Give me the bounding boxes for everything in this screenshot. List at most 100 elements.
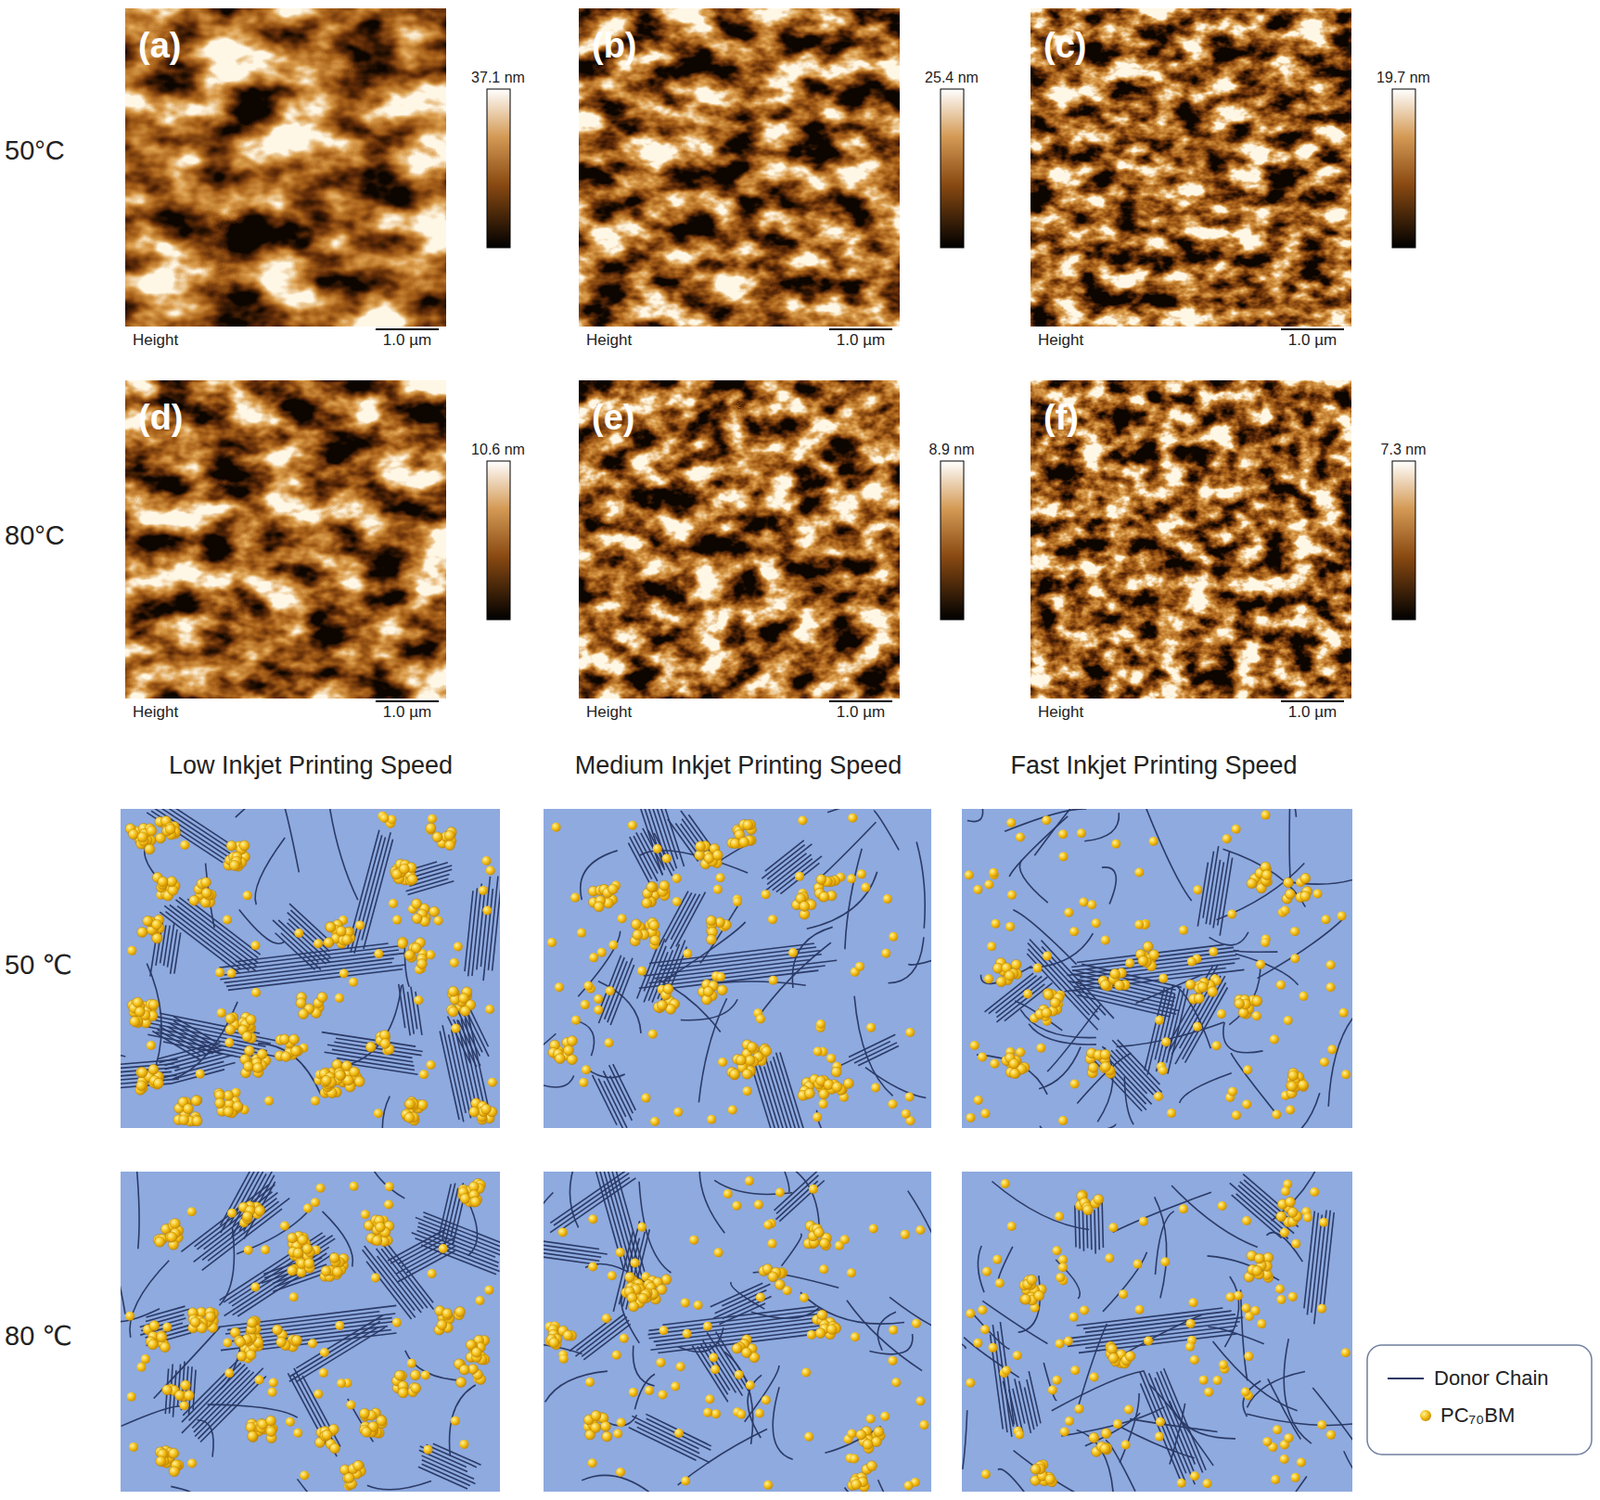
fullerene — [973, 1095, 984, 1105]
donor-chain — [865, 1067, 926, 1099]
fullerene — [407, 1358, 417, 1369]
donor-chain — [730, 1281, 766, 1309]
fullerene — [704, 1394, 715, 1404]
fullerene — [812, 1112, 822, 1122]
fullerene — [648, 1029, 658, 1039]
fullerene — [619, 1333, 629, 1344]
fullerene-cluster — [851, 1479, 862, 1490]
donor-chain — [581, 1474, 659, 1492]
fullerene — [919, 1420, 929, 1430]
fullerene — [672, 896, 682, 907]
fullerene-cluster — [481, 1103, 492, 1114]
fullerene — [717, 1057, 728, 1067]
fullerene-cluster — [1287, 1080, 1298, 1091]
fullerene-cluster — [996, 976, 1007, 987]
fullerene — [554, 982, 564, 992]
fullerene — [988, 868, 999, 878]
fullerene-cluster — [394, 1369, 405, 1381]
donor-chain — [192, 1369, 250, 1428]
fullerene-cluster — [396, 938, 408, 949]
fullerene — [558, 1227, 568, 1237]
fullerene — [644, 1385, 654, 1396]
fullerene — [761, 889, 771, 899]
donor-chain — [398, 984, 406, 1028]
fullerene-cluster — [843, 1077, 854, 1088]
fullerene — [593, 1005, 603, 1015]
donor-chain — [916, 842, 925, 929]
donor-chain — [224, 1246, 330, 1316]
donor-chain — [844, 848, 862, 949]
fullerene — [581, 1064, 591, 1075]
donor-chain — [396, 1241, 455, 1274]
fullerene-cluster — [739, 836, 750, 847]
fullerene — [268, 1377, 279, 1387]
fullerene — [559, 1354, 569, 1364]
fullerene — [984, 880, 994, 890]
fullerene — [755, 1013, 766, 1024]
donor-chain — [967, 808, 984, 822]
donor-chain — [543, 1248, 602, 1257]
fullerene — [360, 1209, 371, 1219]
fullerene-cluster — [397, 1387, 409, 1398]
donor-chain — [873, 810, 899, 850]
fullerene-cluster — [134, 1006, 145, 1017]
donor-chain — [1004, 983, 1053, 1022]
fullerene — [179, 1400, 190, 1410]
fullerene — [1070, 1078, 1080, 1088]
fullerene-cluster — [866, 1460, 877, 1472]
fullerene-cluster — [694, 849, 705, 860]
donor-chain — [197, 1420, 215, 1458]
donor-chain — [231, 1238, 335, 1306]
fullerene-cluster — [376, 1415, 387, 1426]
fullerene-cluster — [320, 1075, 332, 1086]
donor-chain — [1019, 859, 1048, 903]
fullerene — [1036, 1043, 1046, 1053]
fullerene-cluster — [566, 1036, 577, 1047]
film-schematic — [120, 808, 500, 1128]
fullerene-cluster — [320, 1266, 332, 1277]
fullerene-cluster — [1009, 1068, 1020, 1079]
donor-chain — [1097, 1057, 1147, 1110]
donor-chain — [272, 920, 319, 962]
fullerene — [227, 968, 237, 978]
fullerene — [307, 1338, 318, 1348]
fullerene — [1058, 851, 1068, 861]
donor-chain — [295, 1327, 385, 1383]
fullerene-cluster — [819, 891, 830, 902]
fullerene-cluster — [179, 1114, 190, 1126]
donor-chain — [577, 931, 620, 998]
fullerene — [136, 1362, 146, 1372]
fullerene-cluster — [142, 915, 154, 926]
donor-chain — [658, 979, 721, 1032]
donor-chain — [976, 1054, 1048, 1095]
donor-chain — [376, 1248, 424, 1309]
fullerene-cluster — [873, 1426, 884, 1437]
fullerene — [222, 1337, 232, 1347]
fullerene — [674, 1428, 684, 1438]
fullerene-cluster — [236, 1350, 247, 1361]
fullerene — [1153, 1091, 1164, 1101]
donor-chain — [257, 1043, 321, 1095]
fullerene — [846, 1267, 857, 1278]
donor-chain — [1235, 953, 1299, 985]
fullerene-cluster — [563, 1045, 575, 1056]
fullerene-cluster — [1011, 959, 1022, 970]
donor-chain — [632, 1345, 654, 1386]
fullerene — [320, 1347, 330, 1357]
fullerene-cluster — [349, 1066, 360, 1077]
donor-chain — [467, 1203, 477, 1256]
fullerene — [1069, 926, 1079, 936]
fullerene — [438, 1243, 448, 1254]
fullerene-cluster — [151, 919, 162, 930]
fullerene-cluster — [1041, 1007, 1052, 1018]
fullerene-cluster — [600, 1420, 611, 1432]
fullerene-cluster — [353, 1459, 364, 1471]
color-scale-bar — [486, 460, 511, 620]
donor-chain — [545, 1370, 608, 1402]
donor-chain — [1038, 1047, 1081, 1089]
fullerene — [585, 1377, 595, 1387]
fullerene-cluster — [1288, 1070, 1299, 1081]
fullerene-cluster — [417, 1100, 428, 1111]
donor-chain — [151, 810, 225, 859]
fullerene — [693, 1300, 704, 1310]
